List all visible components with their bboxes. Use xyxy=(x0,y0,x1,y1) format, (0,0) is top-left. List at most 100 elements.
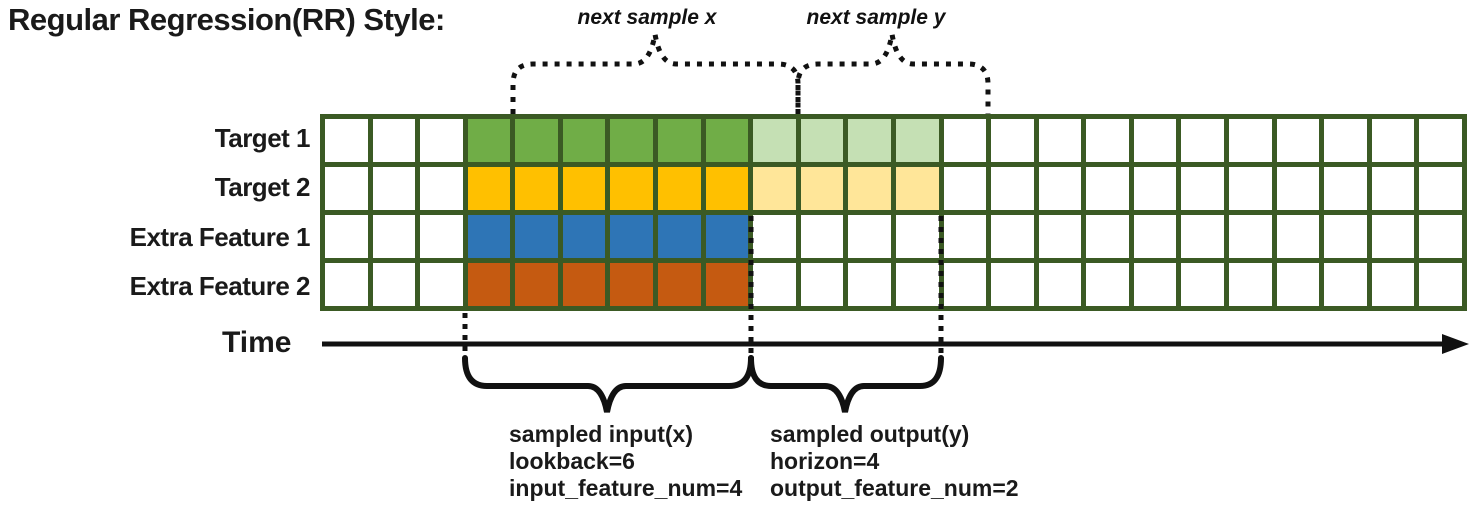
grid-cell xyxy=(895,263,939,306)
grid-cell xyxy=(1324,263,1367,306)
grid-cell xyxy=(753,263,796,306)
grid-cell xyxy=(420,167,463,210)
sample-grid xyxy=(320,114,1467,311)
grid-cell xyxy=(1181,119,1225,162)
grid-cell xyxy=(705,167,749,210)
grid-cell xyxy=(372,215,416,258)
sampled-output-brace xyxy=(748,355,944,413)
grid-cell xyxy=(562,167,606,210)
grid-cell xyxy=(467,263,511,306)
grid-cell xyxy=(372,167,416,210)
next-sample-y-label: next sample y xyxy=(806,6,946,29)
grid-cell xyxy=(895,215,939,258)
grid-cell xyxy=(562,215,606,258)
grid-cell xyxy=(1371,263,1415,306)
grid-cell xyxy=(800,215,844,258)
grid-cell xyxy=(325,263,368,306)
grid-cell xyxy=(1324,167,1367,210)
grid-cell xyxy=(991,119,1034,162)
grid-cell xyxy=(1038,119,1082,162)
grid-cell xyxy=(705,119,749,162)
grid-cell xyxy=(467,119,511,162)
grid-cell xyxy=(610,167,654,210)
input-feature-num-value: input_feature_num=4 xyxy=(509,475,743,501)
sampled-input-brace xyxy=(462,355,754,413)
grid-cell xyxy=(610,263,654,306)
grid-cell xyxy=(1419,167,1462,210)
grid-cell xyxy=(562,119,606,162)
grid-cell xyxy=(610,215,654,258)
next-sample-x-brace xyxy=(510,33,801,114)
grid-cell xyxy=(658,215,701,258)
grid-cell xyxy=(1133,119,1177,162)
row-label-target-1: Target 1 xyxy=(214,123,311,154)
grid-cell xyxy=(1276,119,1320,162)
grid-cell xyxy=(1133,167,1177,210)
grid-cell xyxy=(1133,263,1177,306)
time-axis-arrowhead xyxy=(1442,334,1469,354)
grid-cell xyxy=(515,263,558,306)
grid-cell xyxy=(1276,167,1320,210)
grid-cell xyxy=(1229,119,1272,162)
grid-cell xyxy=(658,263,701,306)
grid-cell xyxy=(943,167,987,210)
grid-cell xyxy=(991,263,1034,306)
grid-cell xyxy=(1371,215,1415,258)
grid-cell xyxy=(467,215,511,258)
grid-cell xyxy=(705,263,749,306)
grid-cell xyxy=(848,167,891,210)
grid-cell xyxy=(1133,215,1177,258)
grid-cell xyxy=(991,167,1034,210)
page-title: Regular Regression(RR) Style: xyxy=(8,2,445,37)
sampled-output-annotation: sampled output(y) horizon=4 output_featu… xyxy=(770,421,1019,502)
grid-cell xyxy=(895,167,939,210)
grid-cell xyxy=(1371,119,1415,162)
output-feature-num-value: output_feature_num=2 xyxy=(770,475,1019,501)
grid-cell xyxy=(800,119,844,162)
grid-cell xyxy=(658,119,701,162)
grid-cell xyxy=(515,215,558,258)
row-label-extra-feature-2: Extra Feature 2 xyxy=(129,270,311,301)
grid-cell xyxy=(1229,167,1272,210)
grid-cell xyxy=(1419,215,1462,258)
grid-cell xyxy=(848,263,891,306)
grid-cell xyxy=(1038,167,1082,210)
grid-cell xyxy=(800,263,844,306)
grid-cell xyxy=(1229,215,1272,258)
grid-cell xyxy=(1371,167,1415,210)
grid-cell xyxy=(1419,263,1462,306)
grid-cell xyxy=(467,167,511,210)
grid-cell xyxy=(943,263,987,306)
lookback-value: lookback=6 xyxy=(509,448,635,474)
grid-cell xyxy=(515,119,558,162)
grid-cell xyxy=(1086,215,1129,258)
next-sample-x-label: next sample x xyxy=(577,6,717,29)
grid-cell xyxy=(515,167,558,210)
grid-cell xyxy=(1276,215,1320,258)
sampled-output-title: sampled output(y) xyxy=(770,421,970,447)
sampled-input-annotation: sampled input(x) lookback=6 input_featur… xyxy=(509,421,742,502)
grid-cell xyxy=(1038,263,1082,306)
grid-cell xyxy=(1086,263,1129,306)
grid-cell xyxy=(1038,215,1082,258)
grid-cell xyxy=(562,263,606,306)
grid-cell xyxy=(848,215,891,258)
grid-cell xyxy=(1181,215,1225,258)
grid-cell xyxy=(943,215,987,258)
grid-cell xyxy=(420,119,463,162)
grid-cell xyxy=(848,119,891,162)
grid-cell xyxy=(325,119,368,162)
grid-cell xyxy=(1181,263,1225,306)
grid-cell xyxy=(895,119,939,162)
grid-cell xyxy=(1276,263,1320,306)
grid-cell xyxy=(943,119,987,162)
row-label-extra-feature-1: Extra Feature 1 xyxy=(129,221,311,252)
grid-cell xyxy=(1324,119,1367,162)
grid-cell xyxy=(610,119,654,162)
row-label-target-2: Target 2 xyxy=(214,172,311,203)
grid-cell xyxy=(372,119,416,162)
next-sample-y-brace xyxy=(795,33,991,114)
grid-cell xyxy=(1086,167,1129,210)
time-axis-label: Time xyxy=(222,326,292,359)
